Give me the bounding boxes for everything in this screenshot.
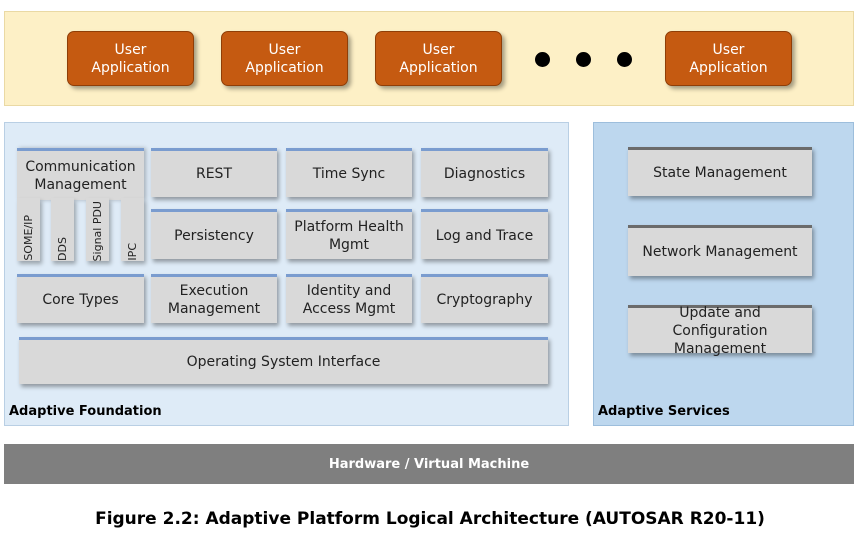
update-configuration-label: Update and Configuration Management	[672, 304, 768, 357]
user-application-box: User Application	[665, 31, 792, 86]
cryptography-block: Cryptography	[421, 274, 548, 323]
hardware-label: Hardware / Virtual Machine	[328, 456, 530, 472]
execution-management-label: Execution Management	[167, 283, 261, 317]
user-application-box: User Application	[375, 31, 502, 86]
user-application-box: User Application	[67, 31, 194, 86]
execution-management-block: Execution Management	[151, 274, 277, 323]
protocol-signal-pdu: Signal PDU	[86, 198, 109, 261]
os-interface-label: Operating System Interface	[186, 354, 381, 370]
protocol-some-ip: SOME/IP	[17, 198, 40, 261]
os-interface-block: Operating System Interface	[19, 337, 548, 384]
hardware-bar: Hardware / Virtual Machine	[4, 444, 854, 484]
time-sync-label: Time Sync	[312, 166, 386, 182]
persistency-label: Persistency	[174, 227, 254, 244]
protocol-label: DDS	[56, 237, 69, 261]
ellipsis-dot	[535, 52, 550, 67]
network-management-label: Network Management	[642, 244, 798, 260]
log-and-trace-block: Log and Trace	[421, 209, 548, 259]
protocol-label: IPC	[126, 243, 139, 261]
diagnostics-block: Diagnostics	[421, 148, 548, 197]
persistency-block: Persistency	[151, 209, 277, 259]
identity-access-block: Identity and Access Mgmt	[286, 274, 412, 323]
identity-access-label: Identity and Access Mgmt	[302, 283, 396, 317]
cryptography-label: Cryptography	[436, 292, 533, 308]
update-configuration-block: Update and Configuration Management	[628, 305, 812, 357]
state-management-block: State Management	[628, 147, 812, 196]
ellipsis-dot	[576, 52, 591, 67]
core-types-block: Core Types	[17, 274, 144, 323]
rest-label: REST	[195, 166, 232, 182]
platform-health-block: Platform Health Mgmt	[286, 209, 412, 259]
adaptive-services-label: Adaptive Services	[598, 404, 730, 419]
figure-caption: Figure 2.2: Adaptive Platform Logical Ar…	[95, 509, 765, 529]
time-sync-block: Time Sync	[286, 148, 412, 197]
log-and-trace-label: Log and Trace	[435, 227, 534, 244]
ellipsis-dot	[617, 52, 632, 67]
user-application-label: User Application	[399, 41, 478, 76]
diagnostics-label: Diagnostics	[443, 166, 526, 182]
network-management-block: Network Management	[628, 225, 812, 276]
communication-management-label: Communication Management	[25, 158, 136, 193]
adaptive-foundation-label: Adaptive Foundation	[9, 404, 162, 419]
protocol-dds: DDS	[51, 198, 74, 261]
rest-block: REST	[151, 148, 277, 197]
user-application-label: User Application	[689, 41, 768, 76]
state-management-label: State Management	[653, 165, 787, 181]
communication-management-block: Communication Management	[17, 148, 144, 200]
core-types-label: Core Types	[42, 292, 119, 308]
platform-health-label: Platform Health Mgmt	[294, 218, 404, 253]
protocol-label: Signal PDU	[91, 200, 104, 261]
protocol-label: SOME/IP	[22, 215, 35, 261]
user-application-box: User Application	[221, 31, 348, 86]
user-application-label: User Application	[245, 41, 324, 76]
protocol-ipc: IPC	[121, 198, 144, 261]
user-application-label: User Application	[91, 41, 170, 76]
